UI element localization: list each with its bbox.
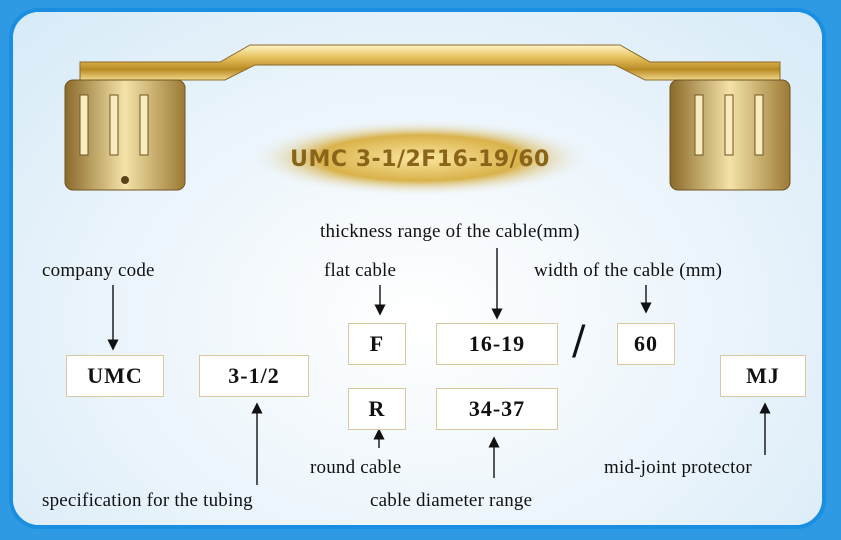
label-spec-tubing: specification for the tubing [42, 490, 253, 511]
left-clamp [64, 79, 186, 191]
label-cable-diameter: cable diameter range [370, 490, 533, 511]
label-company-code: company code [42, 260, 155, 281]
label-thickness-range: thickness range of the cable(mm) [320, 221, 580, 242]
label-mid-joint: mid-joint protector [604, 457, 752, 478]
code-separator: / [572, 318, 586, 364]
code-mid-joint: MJ [720, 355, 806, 397]
code-flat: F [348, 323, 406, 365]
label-flat-cable: flat cable [324, 260, 397, 281]
label-round-cable: round cable [310, 457, 402, 478]
code-round: R [348, 388, 406, 430]
code-diameter: 34-37 [436, 388, 558, 430]
code-company: UMC [66, 355, 164, 397]
label-width-of-cable: width of the cable (mm) [534, 260, 723, 281]
cable-protector-image: UMC 3-1/2F16-19/60 [64, 44, 791, 196]
code-width: 60 [617, 323, 675, 365]
engraving-plate [250, 120, 590, 196]
code-thickness: 16-19 [436, 323, 558, 365]
code-tubing: 3-1/2 [199, 355, 309, 397]
right-clamp [669, 79, 791, 191]
engraving-text: UMC 3-1/2F16-19/60 [290, 147, 550, 172]
